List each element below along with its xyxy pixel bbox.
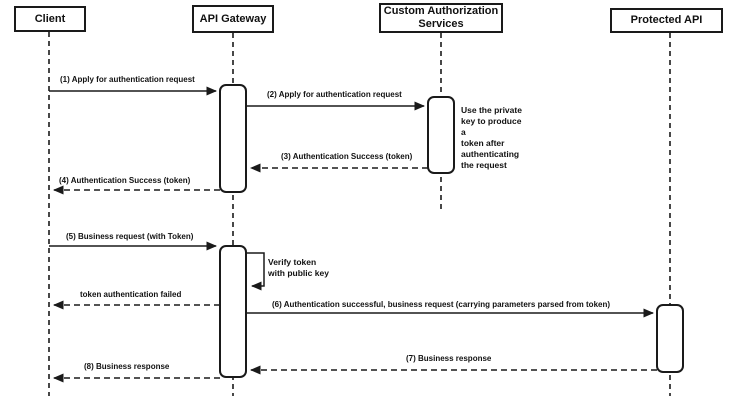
message-label-2: (2) Apply for authentication request <box>267 90 402 99</box>
message-label-8: (8) Business response <box>84 362 170 371</box>
participant-client: Client <box>14 6 86 32</box>
self-message-arrow <box>246 252 265 291</box>
message-label-6: (6) Authentication successful, business … <box>272 300 611 309</box>
note-private-key: Use the private key to produce a token a… <box>461 105 522 170</box>
participant-custom-auth-label: Custom Authorization Services <box>383 5 499 30</box>
activation-api-gateway-1 <box>219 84 247 193</box>
participant-protected-api-label: Protected API <box>630 14 703 26</box>
activation-protected-api <box>656 304 684 373</box>
participant-api-gateway: API Gateway <box>192 5 274 33</box>
participant-client-label: Client <box>34 12 66 25</box>
participant-api-gateway-label: API Gateway <box>199 12 267 25</box>
activation-custom-auth <box>427 96 455 174</box>
message-label-7: (7) Business response <box>406 354 492 363</box>
participant-custom-auth: Custom Authorization Services <box>379 3 503 33</box>
participant-protected-api: Protected API <box>610 8 723 33</box>
message-label-5: (5) Business request (with Token) <box>66 232 194 241</box>
message-label-1: (1) Apply for authentication request <box>60 75 195 84</box>
message-label-4: (4) Authentication Success (token) <box>59 176 191 185</box>
activation-api-gateway-2 <box>219 245 247 378</box>
message-label-3: (3) Authentication Success (token) <box>281 152 413 161</box>
message-label-token-failed: token authentication failed <box>80 290 182 299</box>
self-message-label: Verify token with public key <box>268 257 329 278</box>
